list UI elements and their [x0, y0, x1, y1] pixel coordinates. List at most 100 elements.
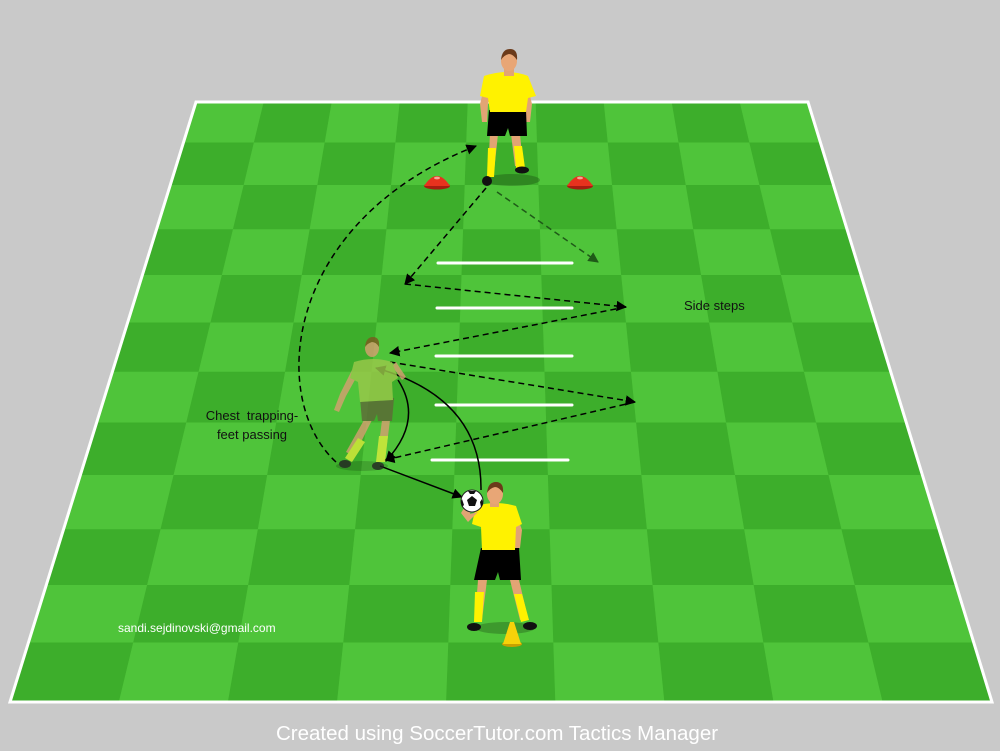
- player-left-shoe: [467, 623, 481, 631]
- player-left-shoe: [339, 460, 351, 468]
- red-cone-left: [424, 176, 450, 190]
- pitch-cell: [539, 229, 622, 276]
- pitch-cell: [625, 322, 719, 373]
- arrow-pass-back: [379, 465, 463, 499]
- pitch-cell: [547, 474, 648, 530]
- player-right-shoe: [523, 622, 537, 630]
- soccer-ball: [460, 489, 484, 513]
- player-shadow: [484, 174, 540, 186]
- pitch-cell: [232, 185, 318, 230]
- pitch-cell: [309, 185, 392, 230]
- arrow-side-step-2: [388, 306, 627, 357]
- pitch-cell: [210, 274, 303, 324]
- player-left-sock: [345, 438, 365, 462]
- ball-right-patch: [480, 499, 483, 507]
- player-right-arm: [392, 362, 406, 380]
- pitch-cell: [457, 322, 546, 373]
- pitch-cell: [454, 422, 549, 476]
- arrow-curved-run-back: [298, 144, 477, 463]
- pitch-cell: [717, 371, 817, 424]
- pitch-cell: [726, 422, 830, 476]
- pitch-cell: [9, 642, 134, 703]
- arrow-side-step-4: [383, 401, 636, 463]
- cone-body: [567, 176, 593, 186]
- pitch-cell: [841, 529, 957, 586]
- pitch-cell: [535, 101, 609, 144]
- ladder-lines: [430, 261, 574, 462]
- pitch-cell: [616, 229, 702, 276]
- footer-credit: Created using SoccerTutor.com Tactics Ma…: [276, 722, 718, 745]
- label-side-steps: Side steps: [684, 298, 745, 313]
- pitch-cell: [693, 229, 782, 276]
- pitch-cell: [446, 642, 556, 703]
- pitch-cell: [96, 371, 200, 424]
- pitch-cell: [854, 584, 975, 644]
- arrow-side-step-3: [389, 361, 637, 406]
- player-right-sock: [514, 594, 529, 622]
- pitch-cell: [630, 371, 727, 424]
- pitch-cell: [381, 229, 464, 276]
- pitch-cell: [118, 642, 239, 703]
- ball-center-patch: [467, 496, 477, 506]
- player-right-sock: [376, 436, 388, 462]
- pitch-boundary-line: [7, 100, 995, 704]
- pitch-cell: [546, 422, 643, 476]
- pitch-cell: [386, 185, 466, 230]
- pitch-cell: [376, 274, 463, 324]
- pitch-cell: [253, 101, 333, 144]
- pitch-cell: [553, 642, 666, 703]
- pitch-cell: [141, 229, 234, 276]
- player-shorts: [360, 398, 394, 421]
- pitch-cell: [198, 322, 295, 373]
- ball-top-patch: [468, 491, 476, 494]
- pitch-cell: [354, 474, 455, 530]
- pitch-cell: [792, 322, 892, 373]
- player-right-shoe: [372, 462, 384, 470]
- player-active-middle: [334, 337, 406, 471]
- pitch-cell: [395, 101, 469, 144]
- pitch-cell: [227, 642, 344, 703]
- ball-left-patch: [461, 499, 464, 507]
- player-left-shoe: [482, 176, 492, 186]
- pitch-cell: [671, 101, 751, 144]
- player-shirt: [480, 72, 536, 112]
- pitch-cell: [685, 185, 771, 230]
- pitch-cell: [160, 474, 268, 530]
- label-chest-trapping-line1: Chest trapping-: [206, 408, 299, 423]
- pitch-cell: [301, 229, 388, 276]
- author-email: sandi.sejdinovski@gmail.com: [118, 621, 276, 635]
- pitch-cell: [336, 642, 449, 703]
- player-right-shoe: [515, 166, 529, 174]
- pitch-cell: [390, 142, 467, 186]
- pitch-cell: [461, 229, 542, 276]
- pitch-cell: [542, 322, 632, 373]
- arrow-diagonal-to-ladder: [404, 187, 487, 285]
- player-left-sock: [474, 592, 484, 622]
- pitch-cell: [146, 529, 259, 586]
- cone-body: [503, 622, 521, 644]
- pitch-cell: [770, 229, 862, 276]
- pitch-cell: [646, 529, 755, 586]
- player-right-sock: [514, 146, 525, 168]
- player-bottom-server: [460, 482, 537, 634]
- pitch-cell: [293, 274, 383, 324]
- player-head: [487, 484, 503, 504]
- red-cone-right: [567, 176, 593, 190]
- pitch-cell: [221, 229, 311, 276]
- pitch-cell: [63, 474, 175, 530]
- pitch-cell: [45, 529, 162, 586]
- pitch-cell: [448, 584, 554, 644]
- player-shorts: [487, 110, 527, 136]
- player-hair: [501, 49, 518, 60]
- pitch-cell: [79, 422, 187, 476]
- arrow-green-diagonal: [496, 191, 599, 263]
- pitch-cell: [678, 142, 761, 186]
- pitch-cell: [868, 642, 993, 703]
- pitch-cell: [652, 584, 765, 644]
- pitch-cell: [641, 474, 745, 530]
- label-chest-trapping-line2: feet passing: [217, 427, 287, 442]
- pitch-cell: [243, 142, 326, 186]
- pitch-cell: [744, 529, 856, 586]
- yellow-cone: [502, 622, 522, 647]
- arrow-side-step-1: [404, 283, 628, 312]
